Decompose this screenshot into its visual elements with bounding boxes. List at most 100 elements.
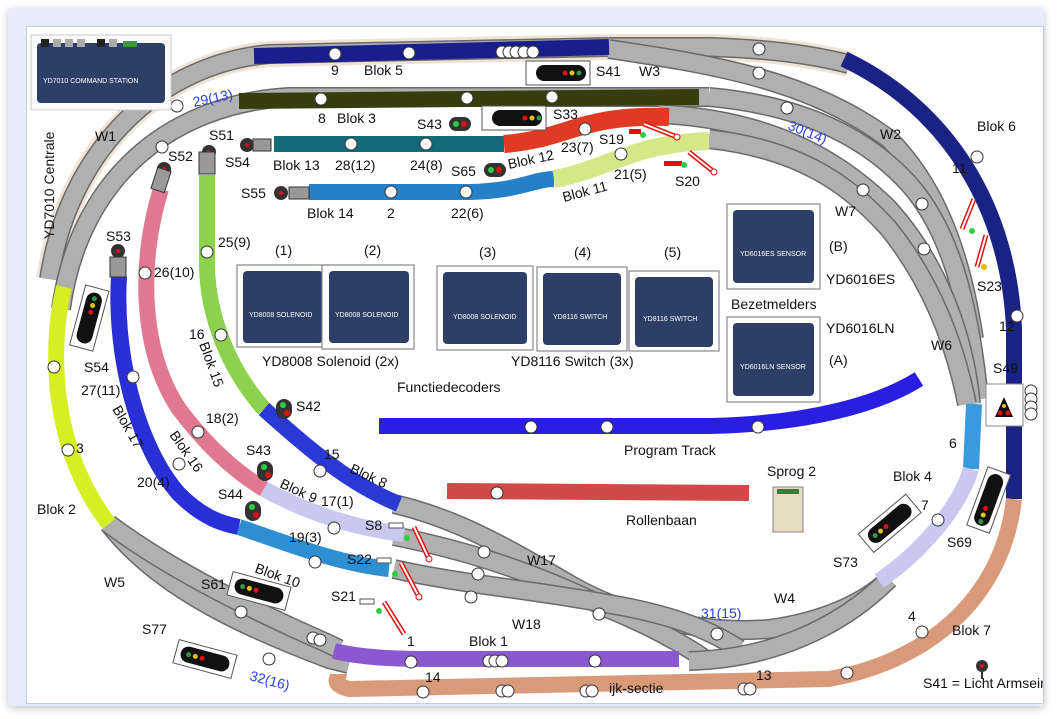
detector-point[interactable] <box>915 197 929 211</box>
blok1-track[interactable] <box>332 643 679 667</box>
detector-point[interactable] <box>752 42 766 56</box>
blok4-lilac-track[interactable] <box>874 466 979 588</box>
detector-point[interactable] <box>477 545 491 559</box>
detector-point[interactable] <box>404 655 418 669</box>
detector-point[interactable] <box>344 137 358 151</box>
detector-point[interactable] <box>490 486 504 500</box>
detector-point[interactable] <box>214 328 228 342</box>
detector-point[interactable] <box>915 625 929 639</box>
detector-point[interactable] <box>501 684 515 698</box>
track-label: Blok 5 <box>364 62 403 78</box>
detector-point[interactable] <box>416 685 430 699</box>
detector-point[interactable] <box>743 682 757 696</box>
signal-s66[interactable] <box>484 163 506 177</box>
signal-s61[interactable] <box>226 571 292 611</box>
program-track[interactable] <box>379 372 924 434</box>
detector-point[interactable] <box>138 266 152 280</box>
detector-point[interactable] <box>752 66 766 80</box>
signal-s37[interactable] <box>525 60 591 86</box>
detector-point[interactable] <box>917 242 931 256</box>
detector-point[interactable] <box>751 420 765 434</box>
detector-point[interactable] <box>460 91 474 105</box>
detector-point[interactable] <box>191 425 205 439</box>
detector-point[interactable] <box>419 137 433 151</box>
track-label: 26(10) <box>154 264 194 280</box>
track-label: W5 <box>104 574 125 590</box>
arm-signal-s19[interactable] <box>629 121 681 141</box>
detector-point[interactable] <box>200 245 214 259</box>
track-diagram: YD7010 COMMAND STATION YD8008 SOLENOID Y… <box>26 26 1044 704</box>
detector-point[interactable] <box>234 605 248 619</box>
detector-point[interactable] <box>308 555 322 569</box>
detector-point[interactable] <box>170 99 184 113</box>
blok5-track[interactable] <box>253 39 610 64</box>
detector-point[interactable] <box>402 46 416 60</box>
detector-point[interactable] <box>578 122 592 136</box>
detector-point[interactable] <box>592 607 606 621</box>
detector-point[interactable] <box>1010 309 1024 323</box>
blok7-track[interactable] <box>328 498 1022 698</box>
blok10-track[interactable] <box>236 519 390 577</box>
detector-point[interactable] <box>328 47 342 61</box>
arm-signal-s20[interactable] <box>664 150 718 176</box>
detector-point[interactable] <box>126 370 140 384</box>
detector-point[interactable] <box>155 140 169 154</box>
signal-s57[interactable] <box>69 284 110 352</box>
detector-point[interactable] <box>524 420 538 434</box>
arm-signal-s21[interactable] <box>359 598 407 636</box>
detector-point[interactable] <box>471 567 485 581</box>
detector-point[interactable] <box>856 183 870 197</box>
detector-point[interactable] <box>970 150 984 164</box>
blok16-track[interactable] <box>138 186 269 496</box>
signal-s73[interactable] <box>857 493 922 554</box>
signal-s42[interactable] <box>276 399 292 419</box>
detector-point[interactable] <box>585 684 599 698</box>
signal-s44[interactable] <box>245 501 261 521</box>
track-label: S77 <box>142 621 167 637</box>
detector-point[interactable] <box>313 633 327 647</box>
detector-point[interactable] <box>384 185 398 199</box>
detector-point[interactable] <box>840 666 854 680</box>
blok4-track[interactable] <box>963 403 982 470</box>
detector-point[interactable] <box>262 652 276 666</box>
track-label: 24(8) <box>410 157 443 173</box>
detector-point[interactable] <box>172 457 186 471</box>
blok6-track[interactable] <box>840 51 1022 499</box>
detector-point[interactable] <box>710 627 724 641</box>
detector-point[interactable] <box>1024 407 1038 421</box>
arm-signal-s8[interactable] <box>388 522 433 563</box>
detector-point[interactable] <box>464 590 478 604</box>
detector-point[interactable] <box>780 101 794 115</box>
detector-point[interactable] <box>313 464 327 478</box>
blok2-track[interactable] <box>48 285 116 529</box>
track-label: S52 <box>168 148 193 164</box>
detector-point[interactable] <box>931 513 945 527</box>
detector-point[interactable] <box>614 147 628 161</box>
detector-point[interactable] <box>327 521 341 535</box>
signal-s77[interactable] <box>172 639 238 679</box>
detector-point[interactable] <box>459 185 473 199</box>
detector-point[interactable] <box>61 443 75 457</box>
blok8-track[interactable] <box>258 403 403 512</box>
signal-s41-legend <box>976 660 988 679</box>
signal-s69[interactable] <box>966 466 1012 534</box>
blok17-track[interactable] <box>110 275 241 535</box>
detector-point[interactable] <box>600 420 614 434</box>
blok14-track[interactable] <box>309 171 555 200</box>
signal-s49[interactable] <box>985 383 1024 427</box>
track-label: (1) <box>275 242 292 258</box>
detector-point[interactable] <box>545 90 559 104</box>
detector-point[interactable] <box>495 654 509 668</box>
signal-s43[interactable] <box>257 461 273 481</box>
detector-point[interactable] <box>47 360 61 374</box>
detector-point[interactable] <box>314 92 328 106</box>
arm-signal-s23[interactable] <box>959 198 989 270</box>
detector-point[interactable] <box>588 654 602 668</box>
blok9-track[interactable] <box>260 482 405 542</box>
detector-point[interactable] <box>526 45 540 59</box>
arm-signal-s22[interactable] <box>376 557 423 601</box>
signal-s65[interactable] <box>449 117 471 131</box>
bumpers <box>109 138 310 278</box>
blok12-track[interactable] <box>503 107 670 153</box>
signal-s33[interactable] <box>481 105 547 131</box>
